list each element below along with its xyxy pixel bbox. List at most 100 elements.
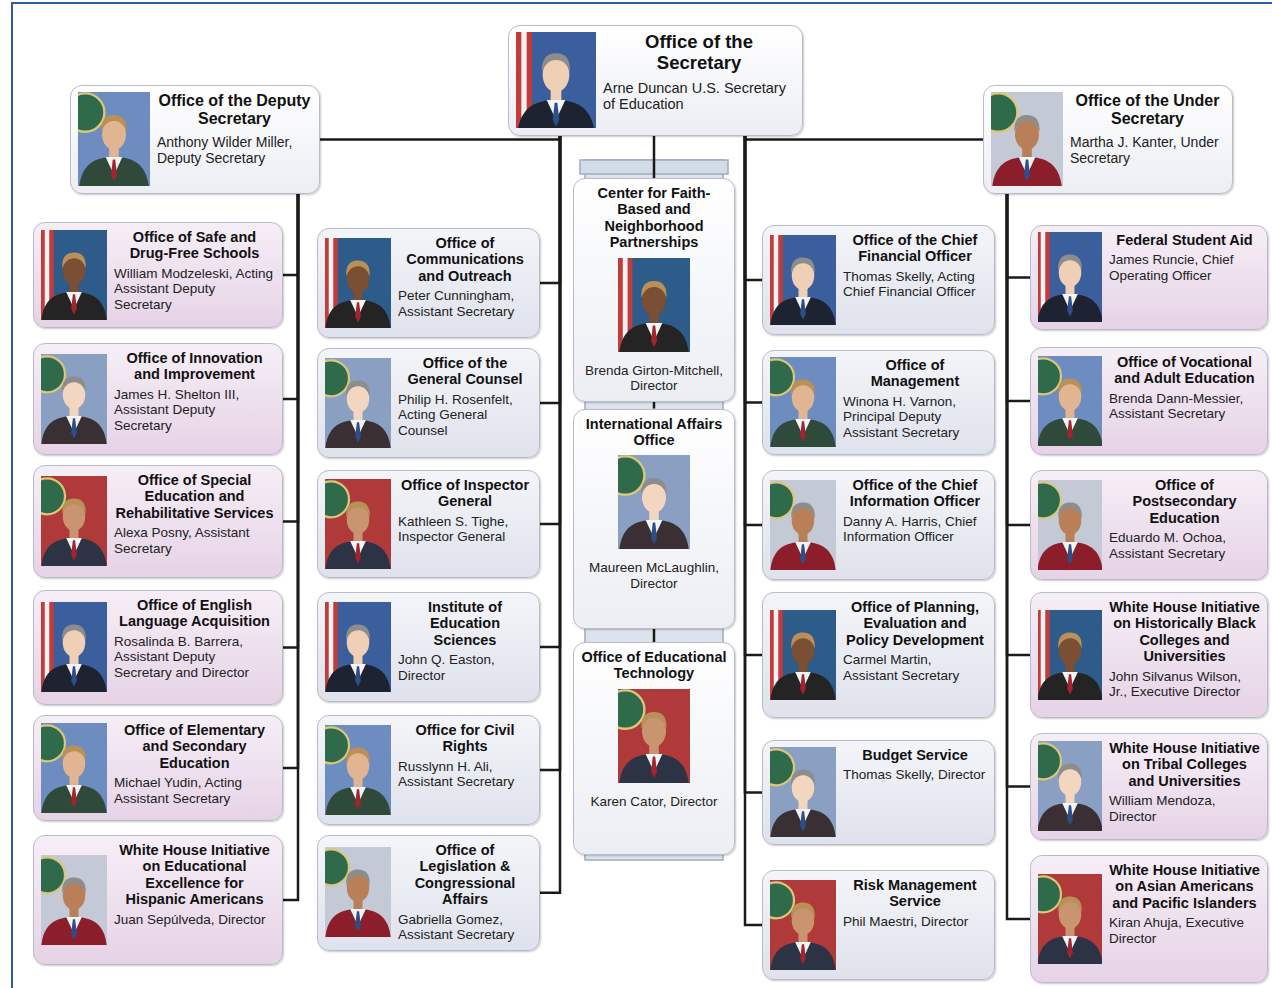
reporting-line [745,136,762,525]
portrait-photo [325,238,391,328]
office-title: Office of Special Education and Rehabili… [114,472,275,521]
text-column: White House Initiative on Asian American… [1109,862,1260,946]
officer-name: Brenda Dann-Messier, Assistant Secretary [1109,391,1260,422]
officer-name: James Runcie, Chief Operating Officer [1109,252,1260,283]
office-box: Office of Vocational and Adult Education… [1030,347,1268,455]
office-title: White House Initiative on Educational Ex… [114,842,275,908]
portrait-drawing [325,602,391,692]
reporting-line [283,194,298,399]
text-column: Office for Civil RightsRusslynn H. Ali, … [398,722,532,790]
office-title: White House Initiative on Asian American… [1109,862,1260,911]
reporting-line [745,136,762,403]
office-box: Office of the General CounselPhilip H. R… [317,348,540,458]
office-title: Budget Service [843,747,987,763]
office-title: Office of Postsecondary Education [1109,477,1260,526]
portrait-photo [770,880,836,970]
portrait-drawing [325,847,391,937]
reporting-line [540,136,560,524]
portrait-photo [516,32,596,128]
text-column: Office of Communications and OutreachPet… [398,235,532,319]
reporting-line [745,136,762,280]
office-title: Office of Safe and Drug-Free Schools [114,229,275,262]
office-title: Office of Educational Technology [581,649,727,682]
officer-name: Maureen McLaughlin, Director [581,560,727,591]
office-box: Office of ManagementWinona H. Varnon, Pr… [762,350,995,455]
portrait-photo [618,455,690,549]
text-column: Office of the Deputy SecretaryAnthony Wi… [157,92,312,166]
portrait-photo [1038,741,1102,831]
officer-name: Winona H. Varnon, Principal Deputy Assis… [843,394,987,441]
office-box: Office of the Chief Financial OfficerTho… [762,225,995,335]
officer-name: Karen Cator, Director [591,794,718,810]
office-title: Center for Faith-Based and Neighborhood … [581,185,727,251]
officer-name: Eduardo M. Ochoa, Assistant Secretary [1109,530,1260,561]
portrait-drawing [1038,232,1102,322]
office-box: Office of the SecretaryArne Duncan U.S. … [508,25,803,136]
reporting-line [283,194,298,275]
officer-name: Thomas Skelly, Director [843,767,987,783]
office-title: Office of Inspector General [398,477,532,510]
office-title: Institute of Education Sciences [398,599,532,648]
text-column: Office of Safe and Drug-Free SchoolsWill… [114,229,275,312]
office-title: Office of the Chief Financial Officer [843,232,987,265]
text-column: White House Initiative on Tribal College… [1109,740,1260,824]
reporting-line [745,136,762,925]
portrait-photo [41,723,107,813]
reporting-line [1007,194,1030,525]
office-box: International Affairs OfficeMaureen McLa… [573,409,735,629]
portrait-drawing [618,455,690,549]
office-box: White House Initiative on Asian American… [1030,855,1268,983]
office-title: Office of the Deputy Secretary [157,92,312,128]
reporting-line [320,136,560,140]
office-box: Office of the Chief Information OfficerD… [762,470,995,580]
text-column: Office of Inspector GeneralKathleen S. T… [398,477,532,545]
reporting-line [653,402,656,409]
portrait-photo [325,602,391,692]
office-title: Office of the Chief Information Officer [843,477,987,510]
portrait-drawing [770,480,836,570]
officer-name: Danny A. Harris, Chief Information Offic… [843,514,987,545]
office-box: Center for Faith-Based and Neighborhood … [573,178,735,402]
officer-name: Arne Duncan U.S. Secretary of Education [603,80,795,113]
office-box: Office of Safe and Drug-Free SchoolsWill… [33,222,283,328]
portrait-drawing [1038,610,1102,700]
text-column: Office of English Language AcquisitionRo… [114,597,275,680]
office-box: Office of Inspector GeneralKathleen S. T… [317,470,540,578]
portrait-drawing [41,723,107,813]
portrait-drawing [770,747,836,837]
text-column: Institute of Education SciencesJohn Q. E… [398,599,532,683]
portrait-drawing [325,358,391,448]
reporting-line [1007,194,1030,919]
text-column: Office of the Under SecretaryMartha J. K… [1070,92,1225,166]
portrait-photo [325,847,391,937]
reporting-line [745,136,762,655]
officer-name: Alexa Posny, Assistant Secretary [114,525,275,556]
officer-name: Philip H. Rosenfelt, Acting General Coun… [398,392,532,439]
officer-name: Gabriella Gomez, Assistant Secretary [398,912,532,943]
office-box: Federal Student AidJames Runcie, Chief O… [1030,225,1268,330]
officer-name: Carmel Martin, Assistant Secretary [843,652,987,683]
portrait-photo [1038,610,1102,700]
portrait-drawing [325,238,391,328]
reporting-line [1007,194,1030,401]
portrait-drawing [1038,480,1102,570]
office-title: Office for Civil Rights [398,722,532,755]
portrait-drawing [770,235,836,325]
portrait-photo [770,357,836,447]
office-box: Office of English Language AcquisitionRo… [33,590,283,705]
reporting-line [540,136,560,770]
portrait-photo [1038,356,1102,446]
reporting-line [540,136,560,647]
officer-name: Anthony Wilder Miller, Deputy Secretary [157,134,312,166]
portrait-drawing [41,354,107,444]
officer-name: John Q. Easton, Director [398,652,532,683]
office-title: White House Initiative on Historically B… [1109,599,1260,665]
office-title: White House Initiative on Tribal College… [1109,740,1260,789]
portrait-photo [325,725,391,815]
text-column: Office of the Chief Information OfficerD… [843,477,987,545]
text-column: Risk Management ServicePhil Maestri, Dir… [843,877,987,929]
officer-name: Phil Maestri, Director [843,914,987,930]
office-box: Institute of Education SciencesJohn Q. E… [317,592,540,702]
office-title: Office of Innovation and Improvement [114,350,275,383]
reporting-line [653,629,656,642]
